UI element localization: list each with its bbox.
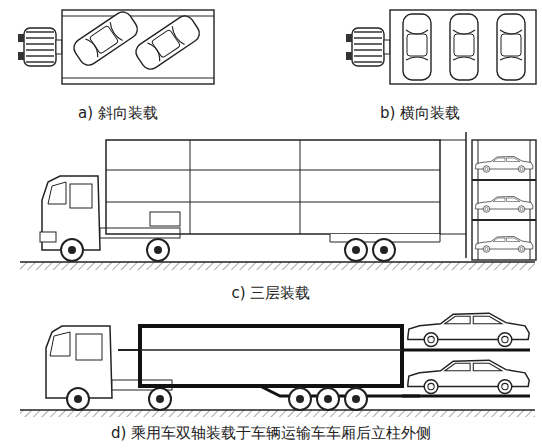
diagonal-loading-figure <box>18 9 214 84</box>
figure-caption: d) 乘用车双轴装载于车辆运输车车厢后立柱外侧 <box>111 424 431 442</box>
transverse-loading-figure <box>346 10 536 84</box>
figure-caption: c) 三层装载 <box>232 284 311 302</box>
three-level-truck-figure <box>20 132 536 270</box>
rear-overhang-truck-figure <box>20 313 535 417</box>
figure-caption: a) 斜向装载 <box>78 104 158 122</box>
figure-caption: b) 横向装载 <box>380 104 460 122</box>
